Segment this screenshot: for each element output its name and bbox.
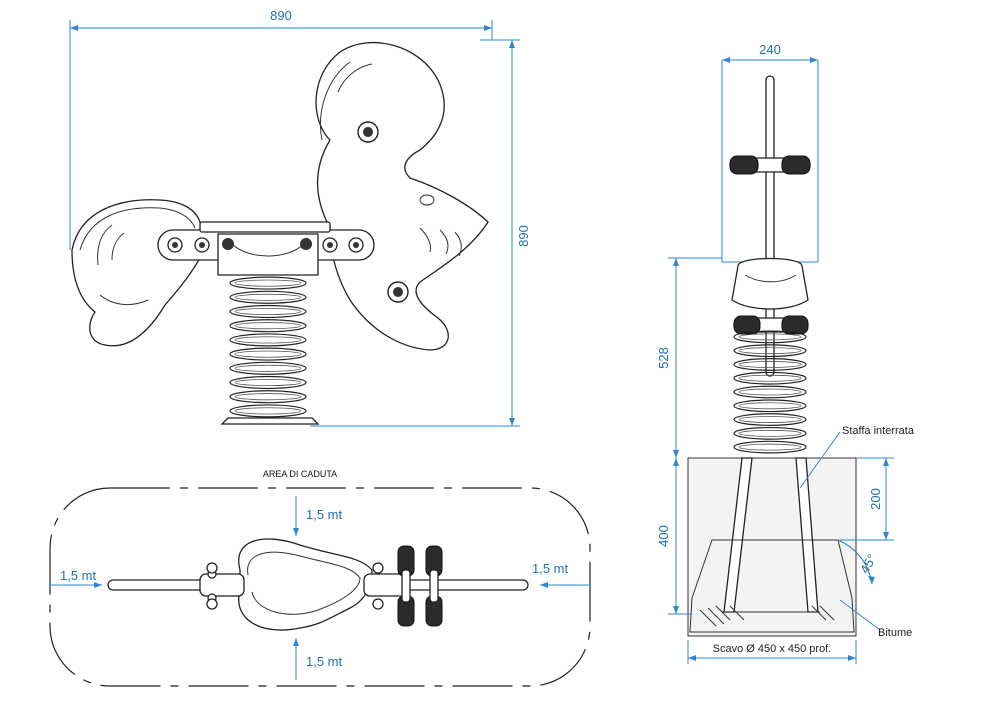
clearance-top-label: 1,5 mt <box>306 507 343 522</box>
spring-coil <box>733 413 807 426</box>
bracket-depth-dimension: 200 <box>840 457 894 541</box>
bitumen-callout: Bitume <box>839 599 912 639</box>
spring-coil <box>733 440 807 454</box>
spring-coil-inner <box>738 333 802 341</box>
spring-coil-inner <box>234 407 302 415</box>
seat-width-label: 240 <box>759 42 781 57</box>
spring-coil <box>733 344 807 358</box>
buried-bracket-callout: Staffa interrata <box>799 425 915 489</box>
spring-coil <box>229 333 307 347</box>
spring-coil-inner <box>234 293 302 301</box>
fall-area-title: AREA DI CADUTA <box>263 469 337 479</box>
seat-height-label: 528 <box>656 347 671 369</box>
spring-coil <box>733 330 807 344</box>
fall-area-boundary <box>49 487 591 687</box>
fish-eye <box>419 194 435 206</box>
top-rider-seat <box>238 538 373 631</box>
spring-coil-inner <box>738 429 802 437</box>
spring-coil <box>733 426 807 440</box>
spring-coil <box>733 358 807 371</box>
fish-tail-panel <box>71 199 206 347</box>
side-view: 890 890 <box>69 8 531 427</box>
spring-coil-inner <box>738 374 802 382</box>
foundation-depth-dimension: 400 <box>656 458 692 615</box>
angle-label: 45° <box>857 551 880 576</box>
spring-coil-inner <box>234 336 302 344</box>
bracket-depth-label: 200 <box>868 488 883 510</box>
spring-coil <box>229 276 307 290</box>
seat-width-dimension: 240 <box>721 42 819 263</box>
front-seat <box>731 257 809 310</box>
fish-head-panel <box>315 41 489 351</box>
spring-coil-inner <box>234 393 302 401</box>
seat-height-dimension: 528 <box>656 257 722 458</box>
side-height-label: 890 <box>516 225 531 247</box>
spring-coil <box>229 404 307 418</box>
spring-coil <box>229 290 307 304</box>
spring-coil-inner <box>738 361 802 368</box>
spring-coil <box>229 375 307 390</box>
top-view: AREA DI CADUTA 1,5 mt 1,5 mt 1,5 mt 1,5 … <box>49 469 591 687</box>
front-view: 240 528 <box>656 42 915 664</box>
spring-coil <box>733 371 807 385</box>
spring-coil <box>229 319 307 333</box>
spring-coil-inner <box>738 347 802 355</box>
foundation <box>687 457 857 637</box>
spring-coil-inner <box>234 322 302 330</box>
buried-bracket-label: Staffa interrata <box>842 425 915 437</box>
side-height-dimension: 890 <box>310 39 531 427</box>
clearance-left-label: 1,5 mt <box>60 568 97 583</box>
bitumen-label: Bitume <box>878 627 912 639</box>
excavation-label: Scavo Ø 450 x 450 prof. <box>713 643 832 655</box>
spring-coil <box>229 361 307 375</box>
spring-coil <box>229 304 307 319</box>
spring-coil-inner <box>738 416 802 423</box>
spring-coil-inner <box>234 350 302 358</box>
side-width-label: 890 <box>270 8 292 23</box>
spring-coil <box>733 385 807 399</box>
clearance-right-label: 1,5 mt <box>532 561 569 576</box>
excavation-dimension: Scavo Ø 450 x 450 prof. <box>687 640 857 664</box>
spring-coil-inner <box>234 364 302 372</box>
spring-mount <box>217 233 319 276</box>
spring-base <box>220 417 320 425</box>
spring-coil <box>733 399 807 413</box>
spring-coil <box>229 347 307 361</box>
spring-coil-inner <box>738 388 802 396</box>
front-spring <box>733 330 807 454</box>
spring-coil-inner <box>738 402 802 410</box>
spring <box>229 276 307 418</box>
spring-coil-inner <box>234 279 302 287</box>
spring-coil-inner <box>234 307 302 316</box>
side-width-dimension: 890 <box>69 8 493 250</box>
spring-coil <box>229 390 307 404</box>
spring-coil-inner <box>234 378 302 387</box>
spring-coil-inner <box>738 443 802 451</box>
clearance-bottom-label: 1,5 mt <box>306 654 343 669</box>
foundation-depth-label: 400 <box>656 525 671 547</box>
